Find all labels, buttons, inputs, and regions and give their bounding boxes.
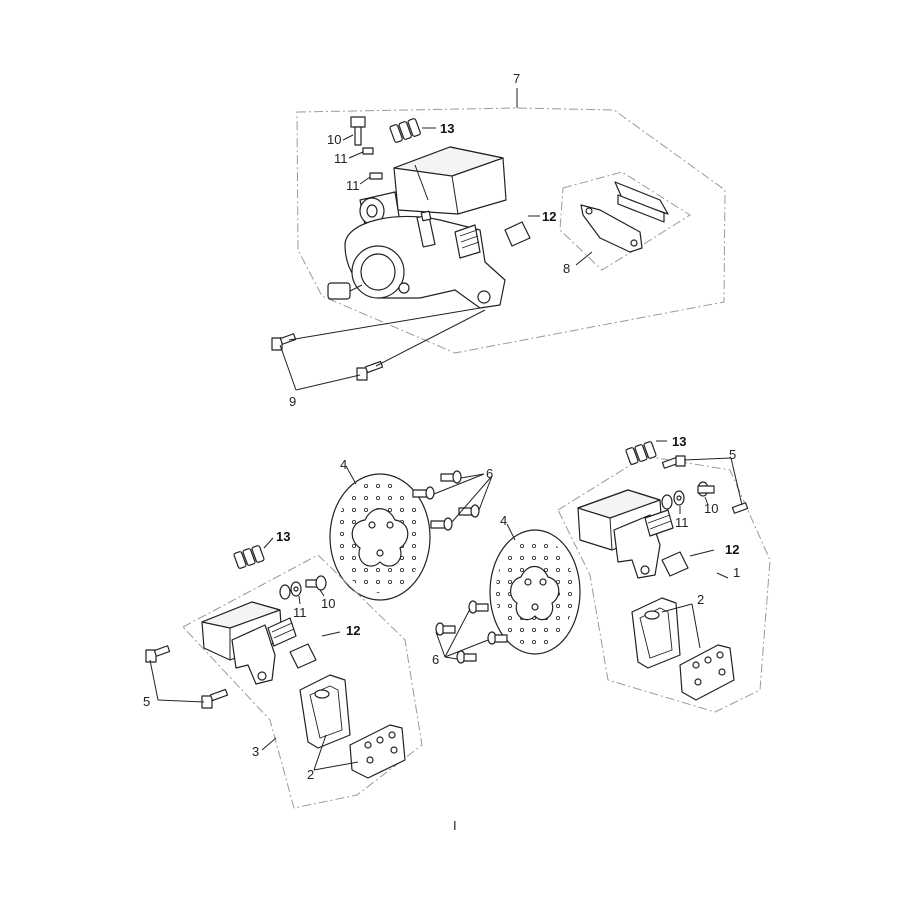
pin-12-top — [504, 215, 540, 247]
spring-13-top — [389, 118, 436, 143]
pin-12-left — [289, 631, 341, 669]
brake-pads-2-left — [261, 674, 406, 779]
page-mark: I — [453, 818, 457, 833]
washers-11-left — [279, 581, 302, 605]
label-11-top-a: 11 — [334, 151, 348, 166]
label-12-right: 12 — [725, 542, 739, 557]
bolt-10-right — [697, 481, 715, 506]
label-11-right: 11 — [675, 515, 689, 530]
brake-disc-left — [329, 465, 431, 601]
label-13-top: 13 — [440, 121, 454, 136]
label-7: 7 — [513, 71, 520, 86]
spring-13-right — [625, 440, 667, 465]
callout-labels: 7 10 11 11 13 12 8 9 4 6 4 6 13 11 10 12… — [143, 71, 740, 833]
washers-11-right — [661, 490, 685, 514]
label-12-left: 12 — [346, 623, 360, 638]
label-10-right: 10 — [704, 501, 718, 516]
label-11-top-b: 11 — [346, 178, 360, 193]
assembly-boundary-top — [296, 107, 726, 354]
label-10-left: 10 — [321, 596, 335, 611]
label-4-right: 4 — [500, 513, 507, 528]
caliper-body-left — [201, 601, 297, 685]
right-caliper-assembly — [557, 440, 771, 713]
label-6-bottom: 6 — [432, 652, 439, 667]
left-caliper-assembly — [145, 537, 423, 809]
label-6-top: 6 — [486, 466, 493, 481]
top-caliper-assembly — [271, 88, 726, 391]
disc-bolts-6-top — [412, 470, 493, 531]
label-9: 9 — [289, 394, 296, 409]
spring-13-left — [233, 537, 274, 569]
label-3: 3 — [252, 744, 259, 759]
label-13-left: 13 — [276, 529, 290, 544]
screws-5-left — [145, 645, 229, 709]
bolt-10-top — [342, 116, 366, 146]
bolt-10-left — [305, 575, 327, 597]
label-8: 8 — [563, 261, 570, 276]
screws-5-right — [661, 455, 749, 514]
disc-bolts-6-bottom — [435, 600, 508, 664]
label-10-top: 10 — [327, 132, 341, 147]
caliper-body-top — [327, 146, 507, 309]
label-4-left: 4 — [340, 457, 347, 472]
label-12-top: 12 — [542, 209, 556, 224]
caliper-body-right — [577, 489, 674, 579]
bleed-screw-11-b — [359, 172, 383, 185]
brake-disc-right — [489, 523, 581, 655]
label-13-right: 13 — [672, 434, 686, 449]
brake-pads-2-right — [631, 572, 735, 701]
label-5-right: 5 — [729, 447, 736, 462]
label-2-right: 2 — [697, 592, 704, 607]
bracket-8 — [559, 171, 691, 271]
bleed-screw-11-a — [348, 147, 374, 159]
pin-12-right — [661, 549, 715, 577]
screws-9 — [271, 307, 486, 391]
label-2-left: 2 — [307, 767, 314, 782]
label-5-left: 5 — [143, 694, 150, 709]
label-11-left: 11 — [293, 605, 307, 620]
label-1: 1 — [733, 565, 740, 580]
